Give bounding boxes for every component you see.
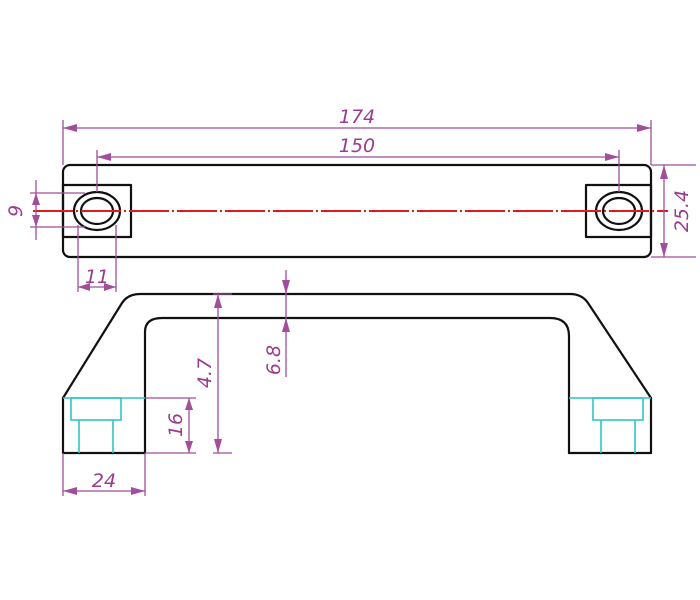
- dimension-slot-length: 11: [77, 225, 117, 292]
- dimension-label-height: 4.7: [194, 358, 216, 388]
- dimension-end-height: 25.4: [651, 164, 696, 258]
- dimension-label-hole-spacing: 150: [339, 135, 375, 157]
- dimension-label-thread-depth: 16: [165, 413, 187, 437]
- dimension-thickness: 6.8: [263, 270, 290, 377]
- dimension-overall-length: 174: [62, 106, 652, 165]
- side-view: [61, 292, 653, 455]
- dimension-hole-width: 9: [5, 180, 85, 240]
- dimension-label-end-height: 25.4: [671, 190, 693, 232]
- dimension-thread-depth: 16: [145, 397, 196, 454]
- handle-outer-profile: [61, 292, 653, 400]
- dimension-label-slot-length: 11: [85, 266, 109, 288]
- dimension-label-thickness: 6.8: [263, 345, 285, 375]
- handle-inner-profile: [143, 316, 571, 455]
- dimension-height: 4.7: [194, 293, 232, 454]
- dimension-label-hole-width: 9: [5, 205, 27, 217]
- left-thread-hole: [63, 397, 145, 453]
- dimension-label-overall-length: 174: [339, 106, 375, 128]
- dimension-label-foot-width: 24: [92, 470, 116, 492]
- right-thread-hole: [569, 397, 651, 453]
- top-view: [33, 163, 668, 259]
- dimension-foot-width: 24: [62, 453, 146, 496]
- dimension-hole-spacing: 150: [96, 135, 620, 192]
